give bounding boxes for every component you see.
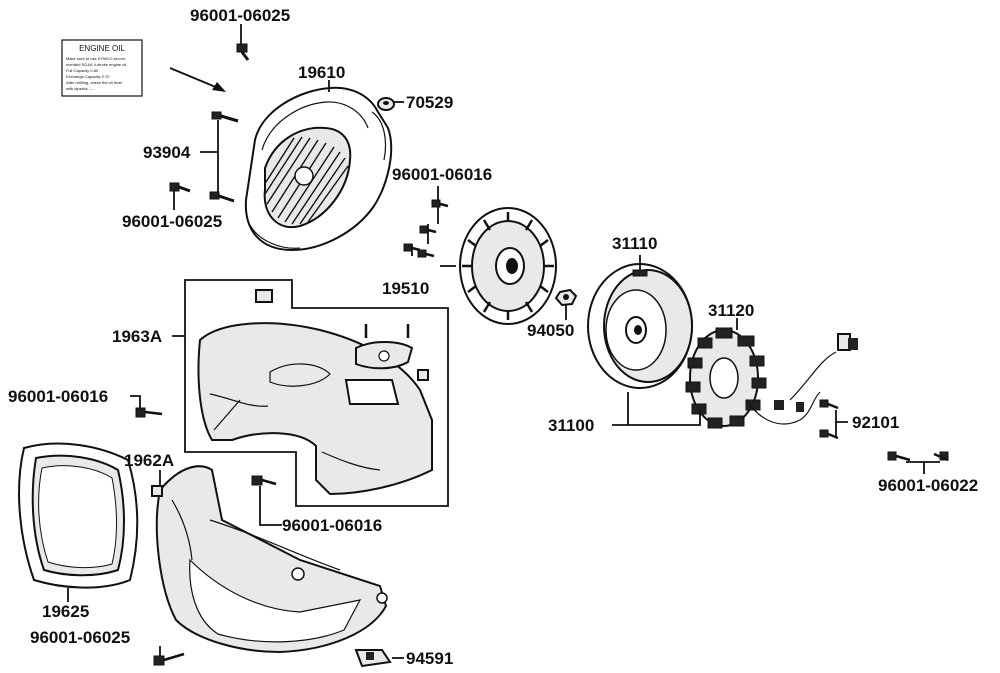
part-label-96001-06022: 96001-06022 (878, 476, 978, 495)
part-label-19610: 19610 (298, 63, 345, 82)
clip-icon (151, 485, 163, 497)
decal-line: Exchange Capacity 0.70 (66, 74, 110, 79)
screw-icon (364, 324, 410, 338)
part-label-19510: 19510 (382, 279, 429, 298)
part-label-1963A: 1963A (112, 327, 162, 346)
part-label-94591: 94591 (406, 649, 453, 668)
engine-oil-decal: ENGINE OIL Make sure to use KYMCO-recom-… (61, 39, 143, 97)
bolt-icon (819, 399, 839, 440)
clip-icon (354, 649, 392, 668)
part-label-70529: 70529 (406, 93, 453, 112)
part-label-96001-06016-top: 96001-06016 (392, 165, 492, 184)
decal-line: mended SG&A 4-stroke engine oil. (66, 62, 127, 67)
part-label-31100: 31100 (548, 416, 594, 435)
part-label-96001-06025-top: 96001-06025 (190, 6, 290, 25)
gasket-part (18, 442, 139, 589)
engine-shroud-part (197, 289, 433, 496)
stator-part (685, 327, 858, 429)
nut-icon (554, 288, 578, 307)
part-label-1962A: 1962A (124, 451, 174, 470)
assembly-bracket (184, 279, 449, 507)
part-label-96001-06016-left: 96001-06016 (8, 387, 108, 406)
decal-line: Full Capacity 0.80 (66, 68, 99, 73)
part-label-96001-06016-bottom: 96001-06016 (282, 516, 382, 535)
part-label-31120: 31120 (708, 301, 754, 320)
decal-line: with dipstick. --- (66, 86, 94, 91)
part-label-96001-06025-mid: 96001-06025 (122, 212, 222, 231)
bolt-icon (135, 407, 163, 418)
part-label-31110: 31110 (612, 234, 657, 253)
lower-shroud-part (155, 465, 388, 654)
part-label-19625: 19625 (42, 602, 89, 621)
bolt-icon (251, 475, 277, 486)
decal-line: After refilling, check the oil level (66, 80, 122, 85)
flywheel-part (587, 263, 693, 389)
fan-cover-part (244, 86, 393, 252)
tapping-screw-icon (209, 111, 239, 203)
cooling-fan-part (459, 207, 557, 325)
part-label-96001-06025-bottom: 96001-06025 (30, 628, 130, 647)
screw-icon (169, 182, 191, 193)
part-label-94050: 94050 (527, 321, 574, 340)
bolt-icon (887, 451, 949, 462)
decal-line: Make sure to use KYMCO-recom- (66, 56, 127, 61)
bolt-icon (153, 652, 185, 666)
decal-title: ENGINE OIL (79, 44, 125, 53)
part-label-93904: 93904 (143, 143, 191, 162)
bolt-icon (403, 199, 449, 258)
part-label-92101: 92101 (852, 413, 899, 432)
grommet-icon (377, 97, 395, 111)
screw-icon (236, 43, 250, 61)
decal-arrow-icon (169, 67, 226, 92)
